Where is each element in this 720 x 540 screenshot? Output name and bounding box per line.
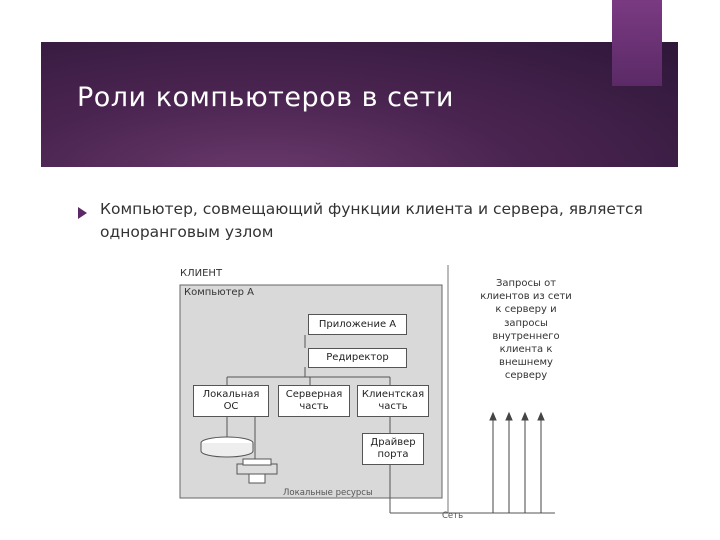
slide-title: Роли компьютеров в сети — [77, 82, 454, 113]
network-label: Сеть — [442, 511, 464, 521]
bullet-arrow-icon — [78, 207, 87, 219]
server-part-box: Серверная часть — [278, 385, 350, 417]
bullet-text: Компьютер, совмещающий функции клиента и… — [100, 200, 643, 241]
client-label: КЛИЕНТ — [180, 268, 223, 279]
accent-bar — [612, 0, 662, 86]
computer-a-label: Компьютер А — [184, 287, 254, 298]
client-part-box: Клиентская часть — [357, 385, 429, 417]
redirector-box: Редиректор — [308, 348, 407, 368]
port-driver-box: Драйвер порта — [362, 433, 424, 465]
local-resources-label: Локальные ресурсы — [283, 488, 373, 498]
application-box: Приложение А — [308, 314, 407, 335]
requests-note: Запросы от клиентов из сети к серверу и … — [480, 278, 572, 382]
title-banner — [41, 42, 678, 167]
local-os-box: Локальная ОС — [193, 385, 269, 417]
network-diagram: КЛИЕНТ Компьютер А Приложение А Редирект… — [175, 265, 572, 525]
